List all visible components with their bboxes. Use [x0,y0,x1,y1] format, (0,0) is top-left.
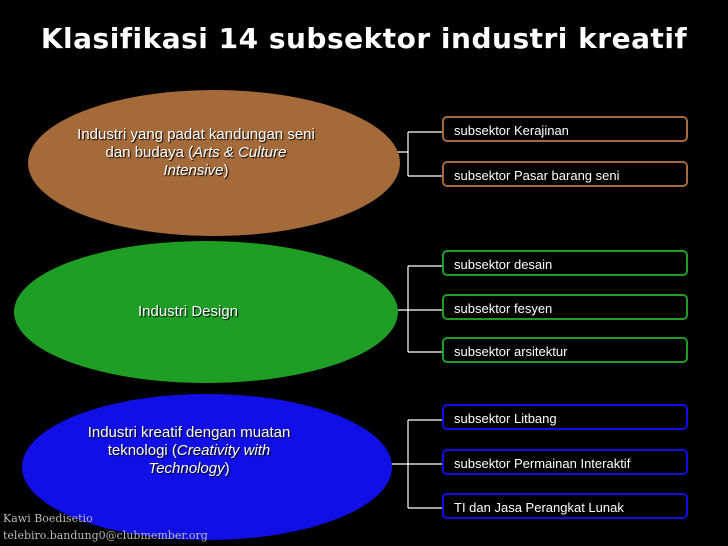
subsector-box: subsektor Pasar barang seni [442,161,688,187]
connector-group-1 [392,131,442,177]
page-title: Klasifikasi 14 subsektor industri kreati… [40,22,688,55]
footer-author: Kawi Boedisetio [3,512,93,525]
group-design-ellipse: Industri Design [14,241,398,383]
subsector-box: subsektor fesyen [442,294,688,320]
subsector-box: subsektor arsitektur [442,337,688,363]
group-arts-culture-label: Industri yang padat kandungan seni dan b… [77,126,315,179]
group-technology-ellipse: Industri kreatif dengan muatan teknologi… [22,394,392,540]
subsector-box: subsektor Litbang [442,404,688,430]
subsector-box: subsektor Kerajinan [442,116,688,142]
subsector-box: subsektor Permainan Interaktif [442,449,688,475]
subsector-box: TI dan Jasa Perangkat Lunak [442,493,688,519]
subsector-box: subsektor desain [442,250,688,276]
group-technology-label: Industri kreatif dengan muatan teknologi… [87,424,291,477]
footer-email: telebiro.bandung0@clubmember.org [3,529,208,542]
connector-group-2 [398,265,442,353]
group-design-label: Industri Design [137,303,239,320]
connector-group-3 [390,419,442,509]
group-arts-culture-ellipse: Industri yang padat kandungan seni dan b… [28,90,400,236]
